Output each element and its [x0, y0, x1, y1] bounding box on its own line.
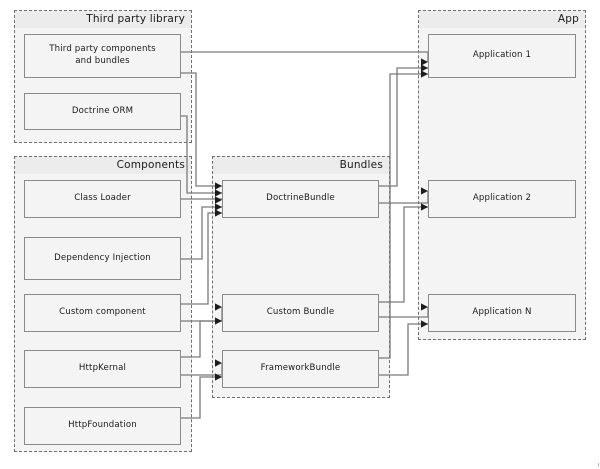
connector-third-party-to-application-1 [181, 51, 429, 62]
node-third-party-components[interactable]: Third party components and bundles [24, 34, 181, 78]
node-label-line1: Third party components [49, 44, 156, 55]
node-http-kernal[interactable]: HttpKernal [24, 350, 181, 388]
node-label-custom-component: Custom component [59, 307, 146, 318]
node-label-doctrine-bundle: DoctrineBundle [266, 193, 335, 204]
node-label-class-loader: Class Loader [74, 193, 131, 204]
node-label-http-kernal: HttpKernal [78, 363, 127, 374]
canvas-corner-mark [594, 463, 599, 467]
group-title-bundles: Bundles [213, 157, 389, 174]
node-label-framework-bundle: FrameworkBundle [260, 363, 341, 374]
node-http-foundation[interactable]: HttpFoundation [24, 407, 181, 445]
node-label-application-1: Application 1 [472, 50, 532, 61]
group-title-components: Components [15, 157, 191, 174]
node-dependency-injection[interactable]: Dependency Injection [24, 237, 181, 280]
node-label-line2: and bundles [75, 56, 130, 66]
group-title-app: App [419, 11, 585, 28]
node-custom-component[interactable]: Custom component [24, 294, 181, 332]
node-doctrine-orm[interactable]: Doctrine ORM [24, 93, 181, 130]
node-label-doctrine-orm: Doctrine ORM [71, 105, 134, 116]
node-custom-bundle[interactable]: Custom Bundle [222, 294, 379, 332]
node-application-1[interactable]: Application 1 [428, 34, 576, 78]
node-application-2[interactable]: Application 2 [428, 180, 576, 218]
node-label-application-2: Application 2 [472, 193, 532, 204]
node-class-loader[interactable]: Class Loader [24, 180, 181, 218]
node-label-application-n: Application N [472, 307, 532, 318]
group-title-third-party-library: Third party library [15, 11, 191, 28]
node-label-custom-bundle: Custom Bundle [266, 307, 335, 318]
node-doctrine-bundle[interactable]: DoctrineBundle [222, 180, 379, 218]
node-application-n[interactable]: Application N [428, 294, 576, 332]
node-framework-bundle[interactable]: FrameworkBundle [222, 350, 379, 388]
node-label-dependency-injection: Dependency Injection [54, 252, 151, 263]
node-label-http-foundation: HttpFoundation [68, 420, 137, 431]
